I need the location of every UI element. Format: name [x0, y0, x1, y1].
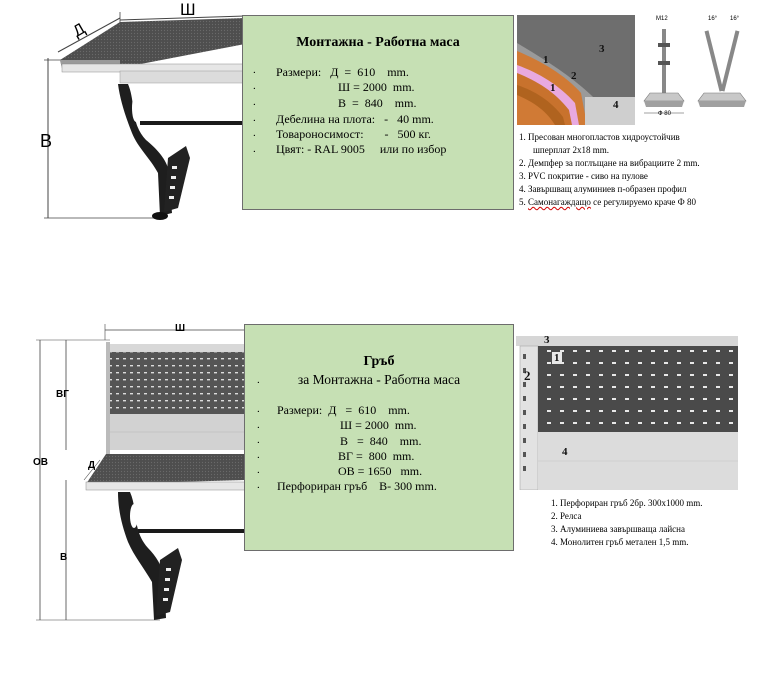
backpanel-note-4: 4. Монолитен гръб метален 1,5 mm. [551, 537, 689, 547]
backpanel-drawing-svg [36, 324, 246, 621]
backpanel-drawing: Ш ВГ ОВ Д В [30, 320, 246, 630]
backpanel-note-2: 2. Релса [551, 511, 582, 521]
bullet: . [257, 403, 260, 415]
dimension-sh-label: Ш [180, 0, 196, 19]
backpanel-note-1: 1. Перфориран гръб 2бр. 300х1000 mm. [551, 498, 703, 508]
backpanel-spec-subtitle: за Монтажна - Работна маса [297, 372, 461, 387]
bullet: . [253, 127, 256, 139]
table-note-5-word: Самонагаждащо [528, 197, 591, 207]
backpanel-spec-perforated: Перфориран гръб В- 300 mm. [277, 479, 437, 493]
table-drawing: Д Ш В [40, 0, 246, 223]
table-note-4: 4. Завършващ алуминиев п-образен профил [519, 184, 687, 194]
foot-label-diameter: Ф 80 [658, 111, 671, 117]
detail-number-1b: 1 [550, 82, 556, 94]
bullet: . [253, 64, 256, 76]
backpanel-spec-width: Ш = 2000 mm. [340, 418, 417, 432]
detail-number-3: 3 [599, 43, 605, 55]
table-note-1: 1. Пресован многопластов хидроустойчив [519, 132, 680, 142]
table-note-1b: шперплат 2х18 mm. [533, 145, 609, 155]
foot-label-angle-left: 16° [708, 16, 718, 22]
spec-height: В = 840 mm. [338, 96, 417, 110]
layer-detail-image: 1 2 1 3 4 [517, 15, 635, 125]
spec-dimensions: Размери: Д = 610 mm. [276, 65, 409, 79]
layer-detail-svg [517, 15, 635, 125]
detail-number-1: 1 [543, 54, 549, 66]
foot-label-m12: M12 [656, 16, 668, 22]
backpanel-spec-dimensions: Размери: Д = 610 mm. [277, 403, 410, 417]
bullet: . [257, 374, 260, 386]
table-drawing-svg [44, 12, 246, 220]
table-note-5: 5. Самонагаждащо се регулируемо краче Ф … [519, 197, 696, 207]
bullet: . [257, 479, 260, 491]
spec-width: Ш = 2000 mm. [338, 80, 415, 94]
foot-detail-svg [638, 15, 758, 125]
table-spec-box: Монтажна - Работна маса . . . . . . Разм… [242, 15, 514, 210]
backpanel-detail-number-3: 3 [544, 334, 550, 346]
bullet: . [253, 80, 256, 92]
backpanel-detail-number-2: 2 [524, 368, 531, 383]
table-spec-title: Монтажна - Работна маса [296, 35, 460, 50]
backpanel-detail-number-4: 4 [562, 446, 568, 458]
table-note-5-num: 5. [519, 197, 528, 207]
backpanel-dimension-vg: ВГ [56, 389, 69, 400]
backpanel-spec-height: В = 840 mm. [340, 434, 422, 448]
detail-number-2: 2 [571, 70, 577, 82]
backpanel-note-3: 3. Алуминиева завършваща лайсна [551, 524, 685, 534]
table-note-2: 2. Демпфер за поглъщане на вибрациите 2 … [519, 158, 700, 168]
backpanel-spec-title: Гръб [363, 354, 395, 369]
bullet: . [257, 464, 260, 476]
spec-thickness: Дебелина на плота: - 40 mm. [276, 112, 434, 126]
backpanel-spec-vg: ВГ = 800 mm. [338, 449, 415, 463]
bullet: . [253, 112, 256, 124]
spec-color: Цвят: - RAL 9005 или по избор [276, 142, 447, 156]
backpanel-detail-svg [516, 334, 738, 491]
bullet: . [257, 434, 260, 446]
bullet: . [253, 96, 256, 108]
backpanel-spec-box: Гръб за Монтажна - Работна маса . . . . … [244, 324, 514, 551]
dimension-v-label: В [40, 131, 53, 151]
backpanel-dimension-ov: ОВ [33, 457, 48, 468]
backpanel-detail-number-1: 1 [552, 352, 562, 364]
backpanel-dimension-v: В [60, 552, 68, 563]
table-note-3: 3. PVC покритие - сиво на пулове [519, 171, 648, 181]
backpanel-spec-ov: ОВ = 1650 mm. [338, 464, 423, 478]
foot-label-angle-right: 16° [730, 16, 740, 22]
backpanel-dimension-sh: Ш [175, 323, 186, 334]
table-note-5-rest: се регулируемо краче Ф 80 [590, 197, 696, 207]
backpanel-dimension-d: Д [88, 460, 96, 471]
bullet: . [257, 419, 260, 431]
backpanel-detail-image: 3 1 2 4 [516, 334, 738, 491]
foot-detail-image: M12 16° 16° Ф 80 [638, 15, 758, 125]
detail-number-4: 4 [613, 99, 619, 111]
bullet: . [257, 449, 260, 461]
bullet: . [253, 143, 256, 155]
spec-load: Товароносимост: - 500 кг. [276, 127, 431, 141]
